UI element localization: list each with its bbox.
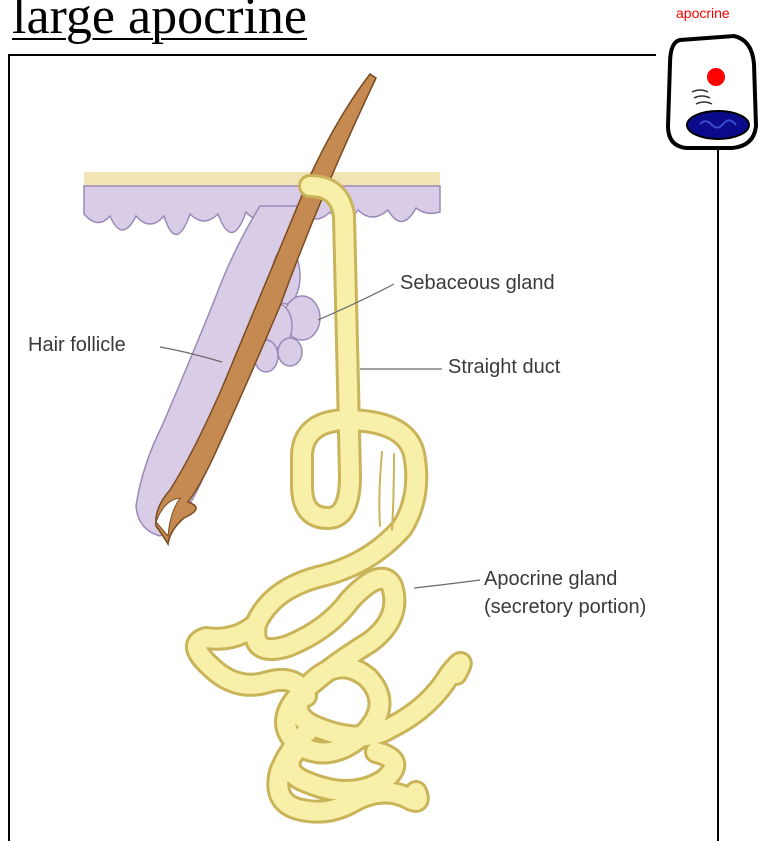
label-secretory-portion: (secretory portion) (484, 594, 646, 620)
apocrine-leader (414, 580, 480, 588)
label-sebaceous-gland: Sebaceous gland (400, 270, 555, 296)
label-straight-duct: Straight duct (448, 354, 560, 380)
slide-title: large apocrine (12, 0, 307, 48)
right-border-line (717, 150, 719, 841)
label-apocrine-gland: Apocrine gland (484, 566, 617, 592)
label-hair-follicle: Hair follicle (28, 332, 126, 358)
apocrine-gland-diagram: Sebaceous gland Hair follicle Straight d… (10, 56, 717, 841)
apocrine-icon-label: apocrine (676, 5, 730, 21)
